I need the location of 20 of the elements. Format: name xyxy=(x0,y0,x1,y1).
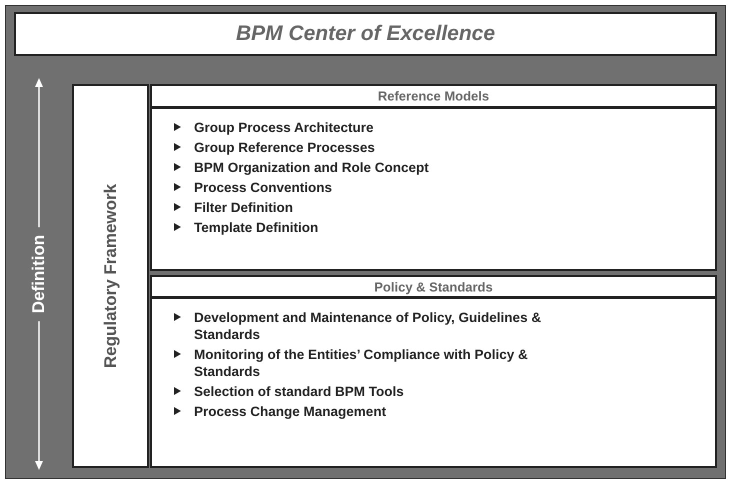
section-header xyxy=(150,84,717,108)
list-item: Group Process Architecture xyxy=(172,119,594,136)
list-item: Group Reference Processes xyxy=(172,139,594,156)
section-title: Reference Models xyxy=(376,88,490,104)
title-text: BPM Center of Excellence xyxy=(234,22,496,46)
list-item: Process Conventions xyxy=(172,179,594,196)
list-item: Process Change Management xyxy=(172,403,594,420)
list-panel xyxy=(150,107,717,271)
list-panel xyxy=(150,297,717,468)
section-header xyxy=(150,275,717,298)
list-item: Development and Maintenance of Policy, Guidelines & Standards xyxy=(172,309,594,343)
section-title: Policy & Standards xyxy=(373,279,494,294)
list-item: BPM Organization and Role Concept xyxy=(172,159,594,176)
list-item: Selection of standard BPM Tools xyxy=(172,383,594,400)
list-item: Monitoring of the Entities’ Compliance with Policy & Standards xyxy=(172,346,594,380)
framework-label: Regulatory Framework xyxy=(100,184,120,368)
title-box xyxy=(14,12,717,56)
list-item: Template Definition xyxy=(172,219,594,236)
list-item: Filter Definition xyxy=(172,199,594,216)
framework-box xyxy=(72,84,149,468)
